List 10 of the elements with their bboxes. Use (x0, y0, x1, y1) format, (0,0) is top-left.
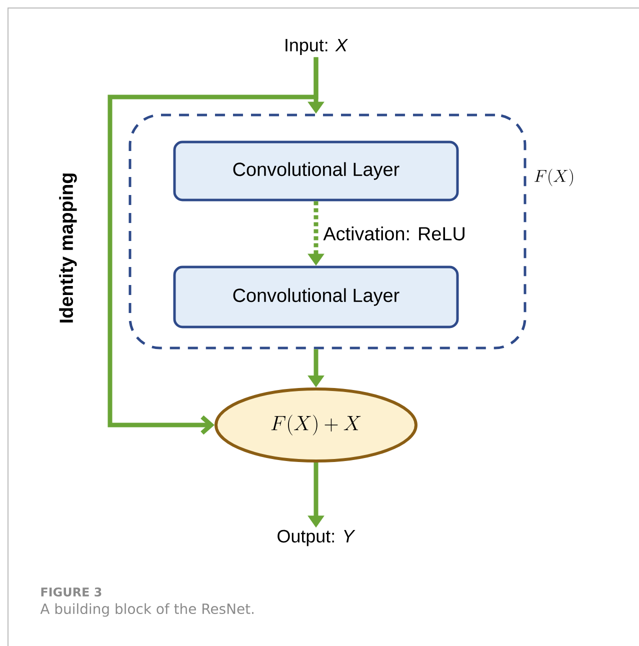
group-label: $F(X)$ (534, 168, 573, 186)
edge-label: Activation: ReLU (322, 226, 467, 242)
process-box: Convolutional Layer (173, 140, 459, 202)
caption: A building block of the ResNet. (40, 603, 254, 617)
arrow (108, 57, 318, 435)
io-label: Input: X (286, 38, 348, 56)
process-box: Convolutional Layer (173, 266, 459, 328)
edge-label: Identity mapping (58, 171, 78, 325)
figure-number: FIGURE 3 (41, 587, 102, 597)
io-label: Output: Y (278, 530, 356, 546)
